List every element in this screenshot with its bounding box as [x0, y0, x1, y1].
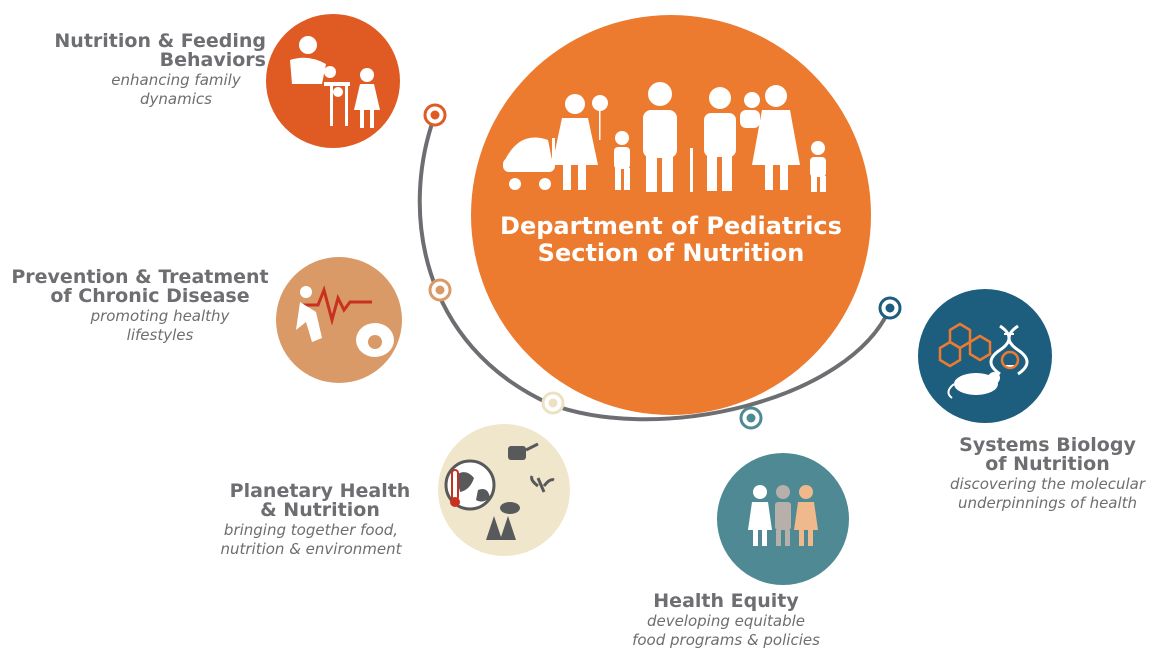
topic-subtitle: lifestyles — [126, 326, 194, 344]
topic-title: & Nutrition — [260, 499, 380, 521]
globe-thermometer-watering-can-icon — [444, 442, 555, 540]
topic-label-nutrition-feeding: Nutrition & Feeding Behaviors enhancing … — [30, 32, 266, 109]
topic-label-health-equity: Health Equity developing equitable food … — [596, 592, 856, 650]
topic-subtitle: enhancing family — [111, 71, 241, 89]
center-title: Department of Pediatrics Section of Nutr… — [470, 213, 872, 267]
topic-label-systems-biology: Systems Biology of Nutrition discovering… — [925, 436, 1170, 513]
topic-title: Nutrition & Feeding — [54, 30, 266, 52]
topic-label-prevention: Prevention & Treatment of Chronic Diseas… — [5, 268, 275, 345]
topic-title: of Nutrition — [985, 453, 1110, 475]
arc-node-marker — [423, 103, 447, 127]
topic-title: of Chronic Disease — [50, 285, 250, 307]
topic-subtitle: nutrition & environment — [220, 540, 402, 558]
topic-subtitle: dynamics — [140, 90, 212, 108]
arc-node-marker — [739, 406, 763, 430]
topic-title: Health Equity — [653, 590, 799, 612]
topic-subtitle: promoting healthy — [90, 307, 230, 325]
topic-circle-prevention — [276, 257, 402, 383]
topic-label-planetary: Planetary Health & Nutrition bringing to… — [200, 482, 422, 559]
topic-subtitle: food programs & policies — [632, 631, 820, 649]
topic-subtitle: discovering the molecular — [949, 475, 1145, 493]
topic-title: Behaviors — [159, 49, 266, 71]
center-title-line1: Department of Pediatrics — [500, 212, 842, 240]
exercise-heartbeat-avocado-icon — [296, 285, 394, 357]
topic-circle-planetary — [438, 424, 570, 556]
molecule-dna-mouse-icon — [938, 322, 1029, 399]
topic-subtitle: developing equitable — [646, 612, 806, 630]
topic-circle-nutrition-feeding — [266, 14, 400, 148]
center-title-line2: Section of Nutrition — [537, 239, 805, 267]
topic-title: Planetary Health — [229, 480, 411, 502]
arc-node-marker — [428, 278, 452, 302]
topic-subtitle: underpinnings of health — [957, 494, 1138, 512]
arc-node-marker — [541, 391, 565, 415]
arc-node-marker — [878, 296, 902, 320]
topic-title: Prevention & Treatment — [11, 266, 269, 288]
family-feeding-icon — [290, 36, 380, 128]
three-people-icon — [748, 485, 818, 546]
topic-title: Systems Biology — [959, 434, 1136, 456]
topic-subtitle: bringing together food, — [223, 521, 399, 539]
family-silhouette-icon — [503, 82, 826, 192]
